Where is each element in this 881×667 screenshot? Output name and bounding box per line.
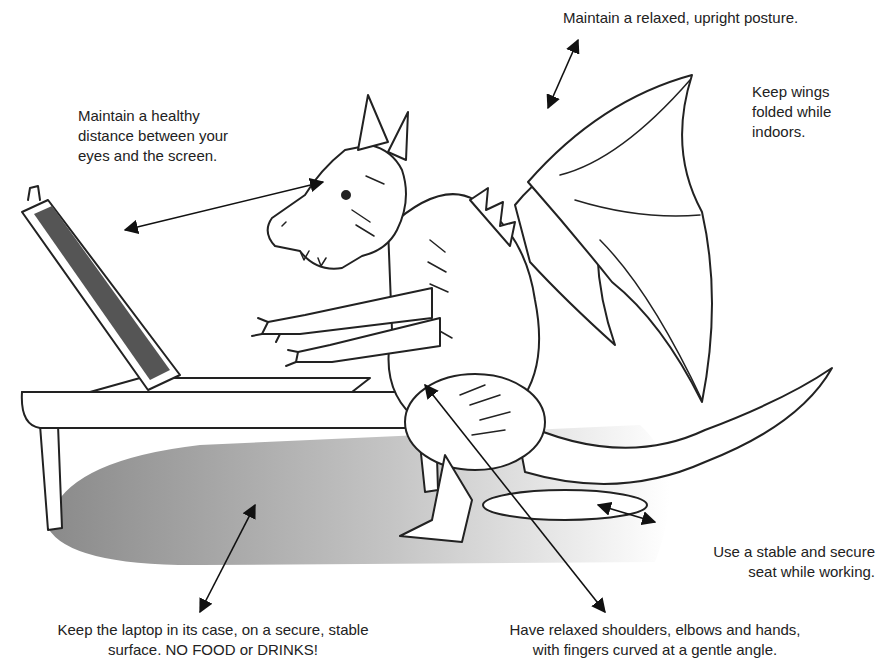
- callout-label: Keep wings folded while indoors.: [752, 82, 852, 142]
- leader-arrow: [125, 182, 323, 230]
- dragon-tail: [515, 368, 832, 484]
- callout-label: Maintain a healthy distance between your…: [78, 106, 253, 166]
- dragon-arm: [296, 318, 440, 362]
- seat: [483, 490, 647, 520]
- leader-arrow: [425, 385, 605, 612]
- callout-label: Use a stable and secure seat while worki…: [688, 542, 875, 582]
- dragon-spines: [470, 188, 515, 246]
- dragon-wing-front: [528, 75, 712, 402]
- leader-arrow: [200, 505, 255, 612]
- callout-label: Keep the laptop in its case, on a secure…: [53, 620, 373, 660]
- leader-arrow: [598, 505, 655, 522]
- bench: [22, 392, 469, 530]
- leader-arrow: [548, 40, 578, 108]
- callout-label: Have relaxed shoulders, elbows and hands…: [495, 620, 815, 660]
- dragon-head: [268, 145, 406, 269]
- dragon-haunch: [405, 374, 545, 470]
- callout-label: Maintain a relaxed, upright posture.: [563, 8, 873, 28]
